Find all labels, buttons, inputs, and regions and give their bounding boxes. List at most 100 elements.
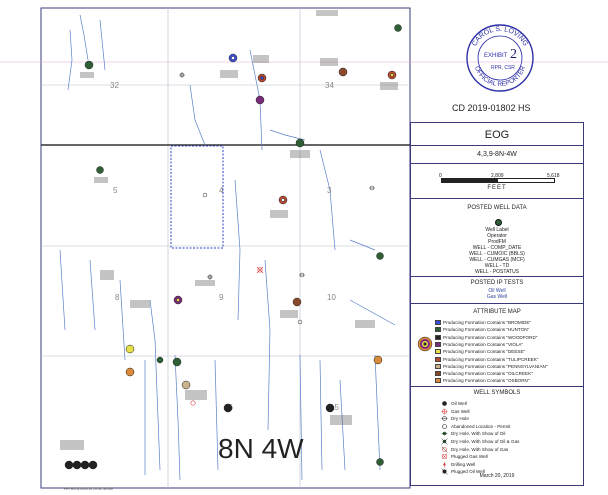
plugged-oil-well-icon [441, 468, 448, 476]
attribute-map-title: ATTRIBUTE MAP [473, 309, 521, 315]
section-label-9: 9 [219, 293, 224, 302]
section-label-5: 5 [113, 186, 118, 195]
well-symbol-label: Dry Hole, With Show of Oil & Gas [451, 439, 520, 444]
oil-well-icon [442, 401, 447, 406]
attribute-color-swatch [435, 371, 441, 377]
svg-text:CAROL S. LOVING: CAROL S. LOVING [471, 26, 529, 48]
well-symbol-legend-item: Abandoned Location - Permit [442, 423, 511, 430]
attribute-legend-item: Producing Formation Contains "WOODFORD" [435, 334, 538, 341]
attribute-legend-item: Producing Formation Contains "OILCREEK" [435, 370, 533, 377]
attribute-color-swatch [435, 363, 441, 369]
well-data-line-4: WELL - COMP_DATE [472, 245, 522, 251]
attribute-legend-label: Producing Formation Contains "WOODFORD" [443, 334, 538, 340]
well-symbol-label: Plugged Oil Well [451, 469, 485, 475]
well-data-line-2: Operator [487, 233, 507, 239]
stamp-initials: RPR, CSR [491, 65, 515, 71]
attribute-map-ring-icon [417, 336, 433, 352]
plugged-gas-well-icon [441, 454, 448, 460]
attribute-legend-label: Producing Formation Contains "OSBORN" [443, 378, 530, 384]
stamp-exhibit-label: EXHIBIT [484, 53, 508, 59]
well-symbol-label: Abandoned Location - Permit [451, 423, 511, 429]
well-symbol-legend-item: Dry Hole, With Show of Oil & Gas [441, 438, 520, 445]
section-label-32: 32 [110, 81, 119, 90]
well-symbol-label: Oil Well [451, 401, 467, 406]
posted-ip-tests-title: POSTED IP TESTS [470, 280, 524, 286]
well-symbol-label: Dry Hole, With Show of Oil [451, 431, 506, 437]
dry-hole-oil-gas-show-icon [441, 438, 448, 445]
scale-mid: 2,809 [491, 173, 504, 179]
well-symbols-title: WELL SYMBOLS [473, 390, 521, 396]
posted-well-data-title: POSTED WELL DATA [467, 205, 527, 211]
well-symbol-legend-item: Oil Well [442, 400, 467, 407]
well-data-marker-icon [495, 219, 502, 226]
well-data-line-6: WELL - CUMGAS (MCF) [469, 257, 525, 263]
well-data-line-1: Well Label [485, 227, 509, 233]
attribute-color-swatch [435, 341, 441, 347]
attribute-color-swatch [435, 334, 441, 340]
township-title: 4,3,9-8N-4W [477, 151, 517, 158]
township-range-label: 8N 4W [218, 433, 304, 464]
dry-hole-gas-show-icon [441, 445, 448, 453]
section-label-15: 15 [330, 403, 339, 412]
attribute-legend-item: Producing Formation Contains "DEESE" [435, 348, 526, 355]
software-footer: PETRA 3/20/2019 10:02:59 AM [64, 487, 113, 491]
well-symbol-label: Dry Hole, With Show of Gas [451, 446, 509, 452]
drilling-well-icon [443, 461, 446, 468]
attribute-legend-item: Producing Formation Contains "BROMIDE" [435, 319, 532, 326]
attribute-legend-item: Producing Formation Contains "TULIPCREEK… [435, 356, 539, 363]
map-date: March 20, 2019 [479, 473, 515, 479]
attribute-color-swatch [435, 327, 441, 333]
attribute-color-swatch [435, 356, 441, 362]
section-label-3: 3 [327, 186, 332, 195]
well-symbol-label: Plugged Gas Well [451, 454, 488, 460]
well-data-line-5: WELL - CUMOIC (BBLS) [469, 251, 525, 257]
dry-hole-oil-show-icon [441, 432, 448, 436]
well-symbol-legend-item: Dry Hole, With Show of Oil [441, 430, 506, 437]
attribute-color-swatch [435, 378, 441, 384]
attribute-color-swatch [435, 349, 441, 355]
well-symbol-label: Gas Well [451, 408, 470, 414]
ip-test-gas-well: Gas Well [486, 294, 508, 300]
attribute-legend-label: Producing Formation Contains "TULIPCREEK… [443, 356, 539, 362]
operator-title: EOG [484, 129, 510, 141]
section-label-8: 8 [115, 293, 120, 302]
stamp-name-top: CAROL S. LOVING [471, 26, 529, 48]
attribute-legend-label: Producing Formation Contains "HUNTON" [443, 327, 530, 333]
well-data-line-3: ProdFM [488, 239, 506, 245]
attribute-legend-label: Producing Formation Contains "VIOLA" [443, 341, 524, 347]
well-symbol-legend-item: Plugged Oil Well [441, 468, 485, 476]
well-symbol-legend-item: Plugged Gas Well [441, 453, 488, 460]
abandoned-location-icon [442, 423, 447, 429]
attribute-legend-label: Producing Formation Contains "DEESE" [443, 349, 526, 355]
well-symbol-legend-item: Gas Well [441, 408, 470, 415]
well-symbols-layer [60, 10, 402, 470]
attribute-legend-item: Producing Formation Contains "PENNSYLVAN… [435, 363, 548, 370]
well-symbol-legend-item: Dry Hole [441, 415, 469, 422]
section-label-4: 4 [219, 186, 224, 195]
exhibit-stamp: CAROL S. LOVING OFFICIAL REPORTER EXHIBI… [466, 24, 534, 92]
attribute-color-swatch [435, 320, 441, 325]
well-symbol-legend-item: Drilling Well [443, 461, 476, 468]
section-label-34: 34 [325, 81, 334, 90]
attribute-legend-label: Producing Formation Contains "PENNSYLVAN… [443, 363, 548, 369]
well-symbol-label: Dry Hole [451, 416, 469, 422]
scale-min: 0 [439, 173, 442, 179]
attribute-legend-label: Producing Formation Contains "OILCREEK" [443, 371, 533, 377]
scale-max: 5,618 [547, 173, 560, 179]
attribute-legend-item: Producing Formation Contains "OSBORN" [435, 377, 530, 384]
attribute-legend-label: Producing Formation Contains "BROMIDE" [443, 320, 532, 325]
well-data-line-7: WELL - TD [484, 263, 510, 269]
case-number: CD 2019-01802 HS [452, 103, 531, 113]
attribute-legend-item: Producing Formation Contains "VIOLA" [435, 341, 524, 348]
well-symbol-label: Drilling Well [451, 461, 476, 467]
ip-test-oil-well: Oil Well [488, 288, 506, 294]
legend-panel: EOG 4,3,9-8N-4W 0 2,809 5,618 FEET POSTE… [410, 122, 584, 486]
stamp-exhibit-number: 2 [510, 47, 517, 62]
scale-unit: FEET [487, 185, 507, 191]
dry-hole-icon [441, 416, 448, 421]
well-symbol-legend-item: Dry Hole, With Show of Gas [441, 445, 509, 453]
gas-well-icon [441, 408, 448, 415]
well-data-line-8: WELL - POSTATUS [474, 269, 520, 275]
scale-bar [441, 178, 555, 183]
